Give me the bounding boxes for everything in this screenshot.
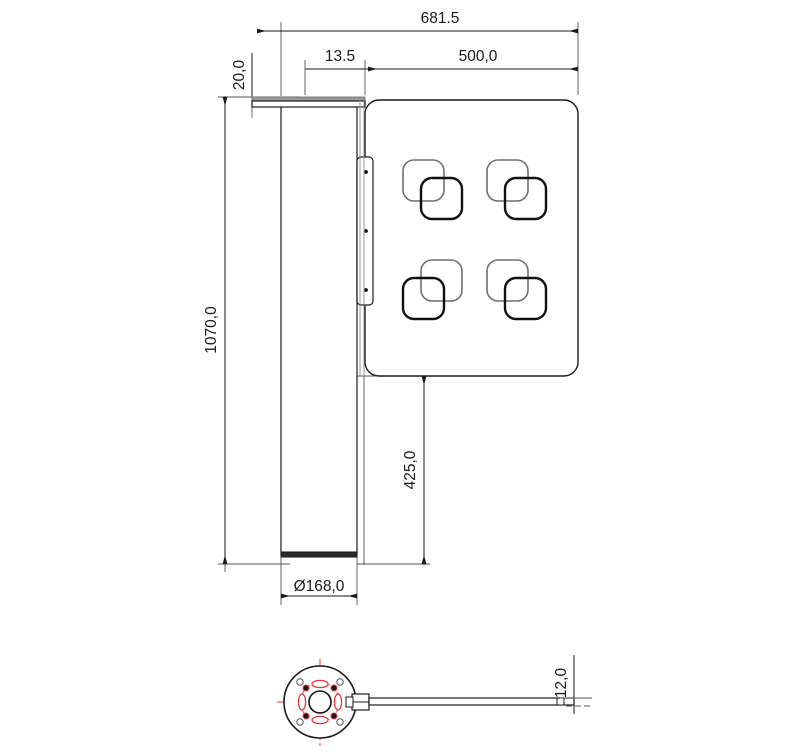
column-body [280, 104, 358, 558]
arm-body [368, 697, 575, 706]
flange-hole-se [336, 718, 344, 726]
clamp-pair-bottom-right [486, 259, 548, 321]
flange-slot-top [311, 679, 329, 689]
flange-slots [297, 679, 343, 725]
mounting-plate [364, 99, 579, 377]
dimension-text-arm-thickness: 12,0 [553, 668, 570, 699]
flange-hole-sw [296, 718, 304, 726]
horizontal-arm [368, 697, 575, 706]
dimension-column-diameter: Ø168,0 [281, 578, 357, 599]
flange-stud-se [330, 712, 338, 720]
clamp-plate-b [419, 176, 464, 221]
connector-neck [345, 696, 354, 708]
bottom-plan-view: 12,0 [277, 655, 592, 746]
clamp-pair-bottom-left [401, 259, 463, 321]
dimension-text-top-plate-thickness: 20,0 [231, 60, 248, 91]
front-elevation: 681.5 13.5 500,0 20,0 1070,0 425,0 [203, 10, 579, 605]
bracket-hole-1 [364, 170, 368, 174]
dimension-plate-drop: 425,0 [402, 376, 427, 564]
top-bar-lower [251, 100, 366, 108]
clamp-pair-top-left [402, 159, 464, 221]
dimension-text-plate-offset: 13.5 [325, 48, 355, 65]
dimension-column-height: 1070,0 [203, 97, 228, 564]
flange-stud-ne [330, 684, 338, 692]
flange-hole-nw [296, 678, 304, 686]
column-outline [280, 104, 358, 556]
dimension-text-column-height: 1070,0 [203, 306, 220, 354]
side-bracket [356, 100, 374, 376]
dimension-text-overall-width: 681.5 [421, 10, 460, 27]
mounting-plate-outline [364, 99, 579, 377]
bracket-hole-3 [364, 288, 368, 292]
flange-hole-ne [336, 678, 344, 686]
dimension-text-plate-width: 500,0 [459, 48, 498, 65]
dimension-text-plate-drop: 425,0 [402, 450, 419, 489]
dimension-top-plate-thickness: 20,0 [231, 53, 253, 96]
flange-slot-left [297, 693, 307, 711]
flange-studs [302, 684, 338, 720]
dimension-arm-thickness: 12,0 [553, 655, 592, 714]
dimension-plate-width: 500,0 [368, 48, 578, 72]
flange-inner-bore [308, 690, 332, 714]
flange-stud-sw [302, 712, 310, 720]
dimension-overall-width: 681.5 [257, 10, 578, 34]
clamp-pair-top-right [486, 159, 548, 221]
clamp-plate-b [503, 276, 548, 321]
dimension-text-column-diameter: Ø168,0 [294, 578, 345, 595]
dimension-plate-offset: 13.5 [305, 48, 372, 70]
flange-slot-right [333, 693, 343, 711]
flange-stud-nw [302, 684, 310, 692]
clamp-plate-b [503, 176, 548, 221]
bracket-hole-2 [364, 229, 368, 233]
flange-bolt-holes [296, 678, 344, 726]
clamp-plate-b [401, 276, 446, 321]
column-base-plate [280, 551, 358, 558]
flange-slot-bottom [311, 715, 329, 725]
top-horizontal-bar [251, 96, 366, 118]
